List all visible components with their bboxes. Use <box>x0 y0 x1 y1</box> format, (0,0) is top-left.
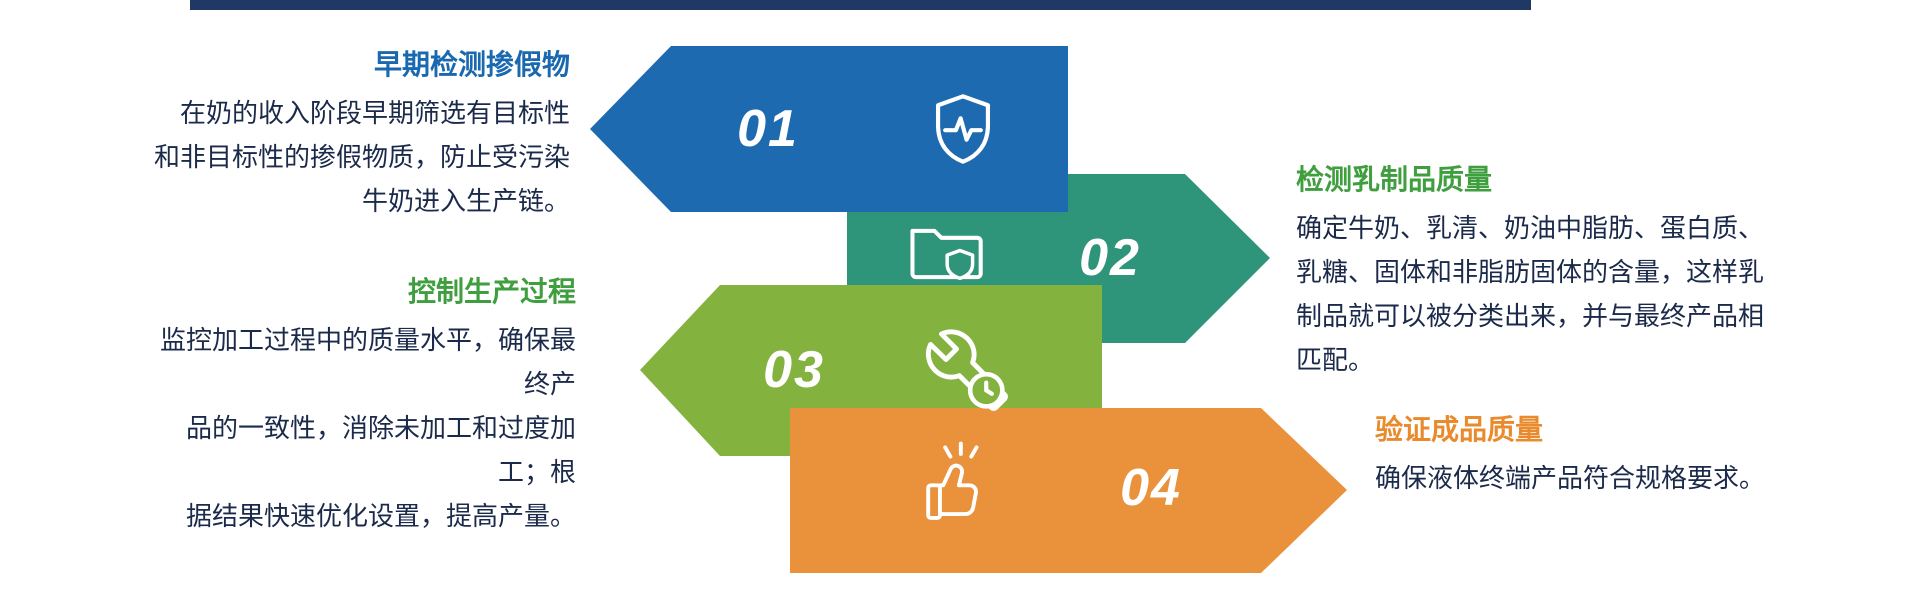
step-02-description-line: 乳糖、固体和非脂肪固体的含量，这样乳 <box>1296 258 1765 288</box>
wrench-icon <box>925 328 1009 412</box>
thumbs-up-icon <box>911 437 995 531</box>
step-01-description-line: 在奶的收入阶段早期筛选有目标性 <box>179 99 570 129</box>
step-02-description-line: 制品就可以被分类出来，并与最终产品相 <box>1296 302 1765 332</box>
step-number-01: 01 <box>737 100 799 158</box>
step-01-description-line: 牛奶进入生产链。 <box>361 187 570 217</box>
step-number-04: 04 <box>1120 459 1182 517</box>
step-01-description-line: 和非目标性的掺假物质，防止受污染 <box>153 143 570 173</box>
step-03-description-line: 据结果快速优化设置，提高产量。 <box>185 502 576 532</box>
step-number-03: 03 <box>763 341 825 399</box>
step-03-title: 控制生产过程 <box>407 275 576 308</box>
arrow-step-01 <box>590 46 1068 212</box>
step-02-description-line: 确定牛奶、乳清、奶油中脂肪、蛋白质、 <box>1296 214 1765 244</box>
step-04-description-line: 确保液体终端产品符合规格要求。 <box>1375 464 1766 494</box>
step-04-title: 验证成品质量 <box>1375 413 1544 446</box>
step-01-text-block: 早期检测掺假物 在奶的收入阶段早期筛选有目标性 和非目标性的掺假物质，防止受污染… <box>130 48 570 224</box>
step-02-title: 检测乳制品质量 <box>1296 163 1493 196</box>
step-number-02: 02 <box>1079 229 1141 287</box>
shield-pulse-icon <box>925 91 1001 167</box>
step-03-description-line: 监控加工过程中的质量水平，确保最终产 <box>159 326 576 400</box>
top-accent-bar <box>190 0 1531 10</box>
step-03-text-block: 控制生产过程 监控加工过程中的质量水平，确保最终产 品的一致性，消除未加工和过度… <box>135 275 576 539</box>
step-02-description-line: 匹配。 <box>1296 346 1375 376</box>
step-01-title: 早期检测掺假物 <box>373 48 570 81</box>
step-02-text-block: 检测乳制品质量 确定牛奶、乳清、奶油中脂肪、蛋白质、 乳糖、固体和非脂肪固体的含… <box>1296 163 1776 383</box>
arrow-step-04 <box>790 408 1347 573</box>
step-03-description-line: 品的一致性，消除未加工和过度加工；根 <box>185 414 576 488</box>
folder-shield-icon <box>904 217 988 291</box>
step-04-text-block: 验证成品质量 确保液体终端产品符合规格要求。 <box>1375 413 1855 501</box>
